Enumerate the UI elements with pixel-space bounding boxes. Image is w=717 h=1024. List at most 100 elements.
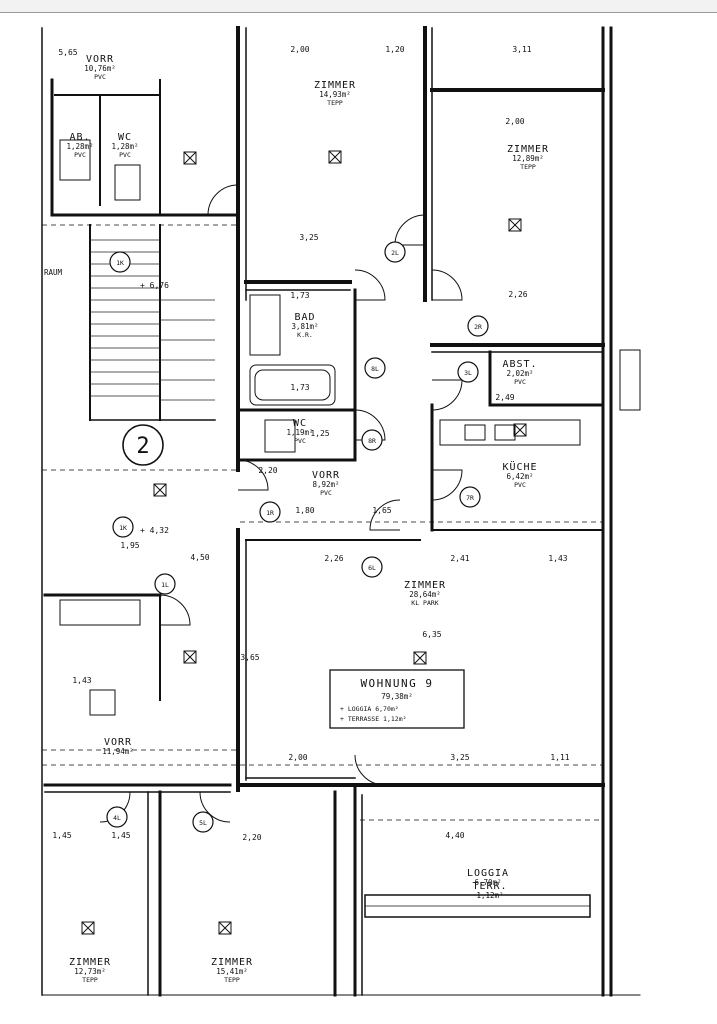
walls (41, 26, 641, 997)
door-marker-5l: 5L (192, 811, 214, 833)
door-marker-label: 5L (199, 819, 207, 827)
stair-treads (90, 239, 215, 401)
room-floor-3: K.R. (297, 331, 313, 339)
room-area-16: 15,41m² (216, 967, 248, 976)
door-marker-3l: 3L (457, 361, 479, 383)
sink-left (114, 164, 141, 201)
door-marker-label: 1K (116, 259, 124, 267)
room-name-15: ZIMMER (69, 957, 111, 968)
room-floor-6: PVC (514, 378, 526, 386)
dimension-label: 2,00 (288, 753, 307, 762)
room-area-9: 6,70m² (474, 878, 501, 887)
toilet-wc (264, 419, 296, 453)
door-marker-label: 3L (464, 369, 472, 377)
apartment-area: 79,38m² (381, 692, 413, 701)
room-area-1: 14,93m² (319, 90, 351, 99)
dashed-reference-lines (42, 224, 603, 821)
room-floor-13: PVC (119, 151, 131, 159)
room-name-8: ZIMMER (404, 580, 446, 591)
dimension-label: 2,20 (258, 466, 277, 475)
room-name-5: VORR (312, 470, 340, 481)
room-area-4: 1,19m² (286, 428, 313, 437)
dimension-label: 1,45 (52, 831, 71, 840)
dimension-label: 1,95 (120, 541, 139, 550)
dimension-label: 2,26 (508, 290, 527, 299)
door-marker-label: 2L (391, 249, 399, 257)
room-area-3: 3,81m² (291, 322, 318, 331)
room-area-8: 28,64m² (409, 590, 441, 599)
apartment-name: WOHNUNG 9 (360, 677, 433, 690)
door-markers: 1R 1K 1L 2L 2R 3L 4L 5L 6L 7R 8L 8R 1K (106, 241, 489, 833)
dimension-label: 2,49 (495, 393, 514, 402)
ceiling-light-marks (81, 150, 527, 935)
bath-lower-left (59, 599, 141, 626)
dimension-label: 2,20 (242, 833, 261, 842)
dimension-label: 4,40 (445, 831, 464, 840)
apartment-loggia-note: + LOGGIA 6,70m² (340, 705, 399, 713)
room-area-2: 12,89m² (512, 154, 544, 163)
dimension-label: 1,11 (550, 753, 569, 762)
room-area-14: 11,94m² (102, 747, 134, 756)
dimension-label: 3,11 (512, 45, 531, 54)
room-floor-16: TEPP (224, 976, 240, 984)
room-name-1: ZIMMER (314, 80, 356, 91)
apartment-terrace-note: + TERRASSE 1,12m² (340, 715, 407, 723)
room-floor-8: KL PARK (411, 599, 438, 607)
room-name-11: VORR (86, 54, 114, 65)
dimension-label: 3,65 (240, 653, 259, 662)
room-name-12: AB. (69, 132, 90, 143)
door-marker-4l: 4L (106, 806, 128, 828)
room-area-6: 2,02m² (506, 369, 533, 378)
dimension-label: 2,26 (324, 554, 343, 563)
room-name-2: ZIMMER (507, 144, 549, 155)
door-marker-6l: 6L (361, 556, 383, 578)
room-floor-15: TEPP (82, 976, 98, 984)
dimension-label: 2,00 (505, 117, 524, 126)
door-marker-1l: 1L (154, 573, 176, 595)
door-marker-label: 1L (161, 581, 169, 589)
room-name-6: ABST. (502, 359, 537, 370)
room-name-4: WC (293, 418, 307, 429)
kitchen-counter (439, 419, 581, 446)
room-area-11: 10,76m² (84, 64, 116, 73)
staircase-number: 2 (136, 434, 149, 459)
window-top-bar (0, 0, 717, 13)
bathtub (249, 364, 336, 406)
room-labels: ZIMMER14,93m²TEPPZIMMER12,89m²TEPPBAD3,8… (66, 54, 549, 984)
room-area-5: 8,92m² (312, 480, 339, 489)
room-floor-12: PVC (74, 151, 86, 159)
dimension-label: 5,65 (58, 48, 77, 57)
dimension-label: 3,25 (450, 753, 469, 762)
door-marker-label: 8R (368, 437, 376, 445)
apartment-label-box: WOHNUNG 9 79,38m² + LOGGIA 6,70m² + TERR… (329, 669, 465, 729)
door-marker-label: 2R (474, 323, 482, 331)
dimension-label: 1,25 (310, 429, 329, 438)
door-marker-2l: 2L (384, 241, 406, 263)
dimension-label: 1,73 (290, 291, 309, 300)
room-floor-4: PVC (294, 437, 306, 445)
dimension-label: 3,25 (299, 233, 318, 242)
dimension-label: 1,80 (295, 506, 314, 515)
door-marker-1k: 1K (112, 516, 134, 538)
wc-left (59, 139, 91, 181)
door-marker-7r: 7R (459, 486, 481, 508)
dimension-label: 6,35 (422, 630, 441, 639)
level-label-lower: + 4,32 (140, 526, 169, 535)
room-name-7: KÜCHE (502, 460, 537, 473)
dimension-label: 1,65 (372, 506, 391, 515)
door-marker-1r: 1R (259, 501, 281, 523)
door-marker-label: 8L (371, 365, 379, 373)
room-floor-7: PVC (514, 481, 526, 489)
room-floor-5: PVC (320, 489, 332, 497)
level-label-upper: + 6,76 (140, 281, 169, 290)
door-marker-label: 4L (113, 814, 121, 822)
door-marker-2r: 2R (467, 315, 489, 337)
room-floor-11: PVC (94, 73, 106, 81)
staircase-number-marker: 2 (122, 424, 164, 466)
dimension-label: 2,41 (450, 554, 469, 563)
door-marker-label: 1R (266, 509, 274, 517)
room-area-15: 12,73m² (74, 967, 106, 976)
room-floor-1: TEPP (327, 99, 343, 107)
fixtures (59, 139, 641, 716)
